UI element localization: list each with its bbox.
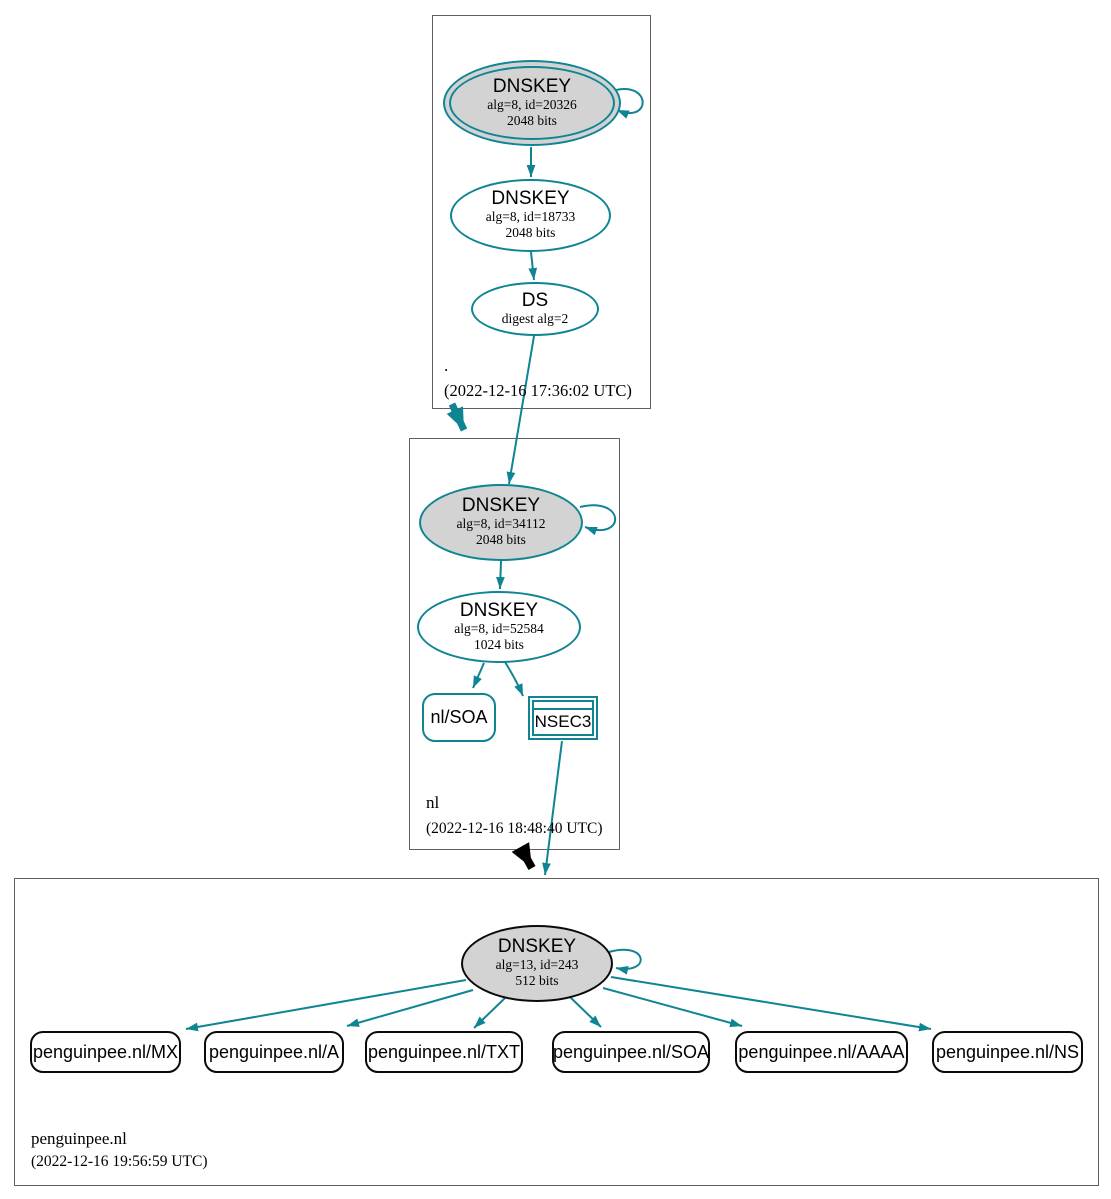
nl-zsk-bits: 1024 bits	[474, 636, 524, 652]
nl-ksk-alg: alg=8, id=34112	[456, 516, 546, 532]
nl-zone-timestamp: (2022-12-16 18:48:40 UTC)	[426, 820, 603, 837]
penguinpee-zone-label: penguinpee.nl	[31, 1129, 127, 1148]
nl-zsk-type: DNSKEY	[459, 599, 539, 621]
rrset-ns-label: penguinpee.nl/NS	[935, 1041, 1080, 1062]
nl-zsk-node: DNSKEY alg=8, id=52584 1024 bits	[417, 591, 581, 663]
nsec3-label: NSEC3	[532, 710, 594, 736]
nl-zsk-alg: alg=8, id=52584	[454, 620, 544, 636]
nl-ksk-type: DNSKEY	[461, 495, 541, 517]
rrset-aaaa-label: penguinpee.nl/AAAA	[738, 1041, 905, 1062]
edge-delegation-nl-to-penguinpee	[511, 842, 536, 870]
nl-soa-label: nl/SOA	[430, 707, 488, 727]
penguinpee-dnskey-node: DNSKEY alg=13, id=243 512 bits	[461, 925, 613, 1002]
rrset-penguinpee-mx: penguinpee.nl/MX	[30, 1031, 181, 1073]
penguinpee-dnskey-type: DNSKEY	[497, 936, 577, 958]
root-ksk-node: DNSKEY alg=8, id=20326 2048 bits	[443, 60, 621, 146]
rrset-mx-label: penguinpee.nl/MX	[32, 1041, 179, 1062]
penguinpee-dnskey-alg: alg=13, id=243	[495, 957, 579, 973]
root-zsk-alg: alg=8, id=18733	[485, 209, 576, 225]
zone-box-penguinpee	[14, 878, 1099, 1186]
root-zone-label: .	[444, 356, 449, 375]
root-zsk-bits: 2048 bits	[505, 225, 556, 241]
root-ds-node: DS digest alg=2	[471, 282, 599, 336]
rrset-penguinpee-txt: penguinpee.nl/TXT	[365, 1031, 523, 1073]
rrset-penguinpee-ns: penguinpee.nl/NS	[932, 1031, 1083, 1073]
root-zsk-node: DNSKEY alg=8, id=18733 2048 bits	[450, 179, 611, 252]
nl-ksk-node: DNSKEY alg=8, id=34112 2048 bits	[419, 484, 583, 561]
nl-nsec3-node: NSEC3	[528, 696, 598, 740]
root-ds-type: DS	[521, 289, 549, 311]
nsec3-header-strip	[532, 700, 594, 710]
penguinpee-dnskey-bits: 512 bits	[515, 973, 559, 989]
root-ds-digest: digest alg=2	[501, 310, 569, 326]
rrset-a-label: penguinpee.nl/A	[208, 1041, 340, 1062]
nl-soa-rrset: nl/SOA	[422, 693, 496, 742]
penguinpee-zone-timestamp: (2022-12-16 19:56:59 UTC)	[31, 1153, 208, 1170]
root-ksk-bits: 2048 bits	[507, 112, 557, 128]
root-zsk-type: DNSKEY	[491, 188, 570, 210]
root-ksk-type: DNSKEY	[492, 75, 572, 97]
root-ksk-alg: alg=8, id=20326	[487, 96, 577, 112]
rrset-penguinpee-aaaa: penguinpee.nl/AAAA	[735, 1031, 908, 1073]
nl-ksk-bits: 2048 bits	[476, 532, 526, 548]
rrset-penguinpee-a: penguinpee.nl/A	[204, 1031, 344, 1073]
rrset-txt-label: penguinpee.nl/TXT	[367, 1041, 521, 1062]
nl-zone-label: nl	[426, 793, 440, 812]
rrset-penguinpee-soa: penguinpee.nl/SOA	[552, 1031, 710, 1073]
rrset-soa-label: penguinpee.nl/SOA	[552, 1041, 710, 1062]
zone-box-root	[432, 15, 651, 409]
root-zone-timestamp: (2022-12-16 17:36:02 UTC)	[444, 381, 632, 400]
